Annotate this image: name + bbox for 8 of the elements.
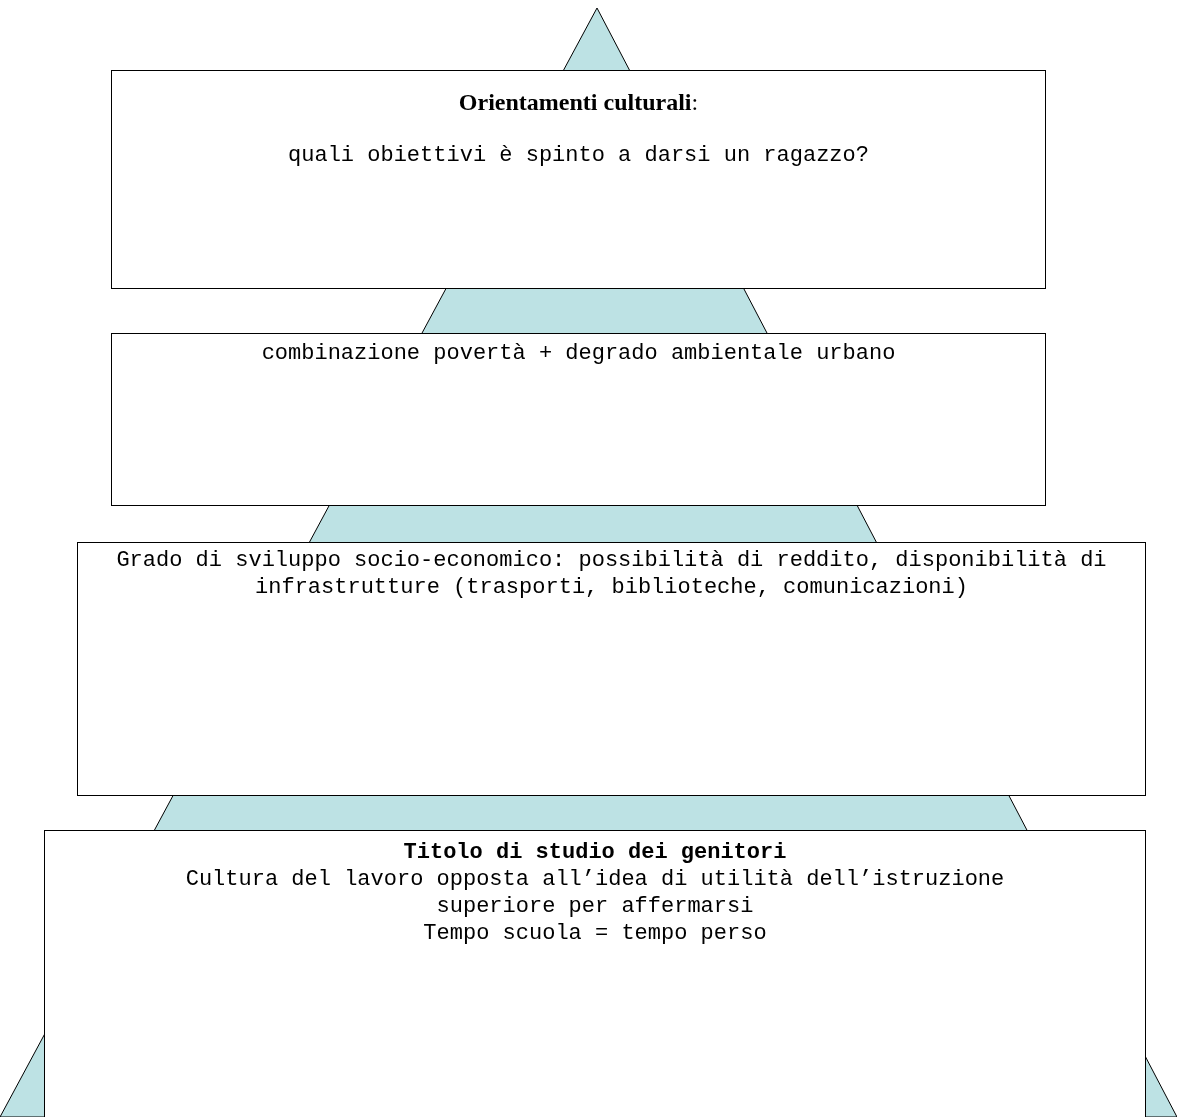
body-text: Cultura del lavoro opposta all’idea di utilità dell’istruzione superiore per affermarsi (184, 866, 1006, 920)
heading-text: Titolo di studio dei genitori (402, 839, 788, 866)
text-box (44, 830, 1146, 1117)
body-text: Grado di sviluppo socio-economico: possibilità di reddito, disponibilità di infrastrutture (trasporti, biblioteche, comunicazioni) (115, 547, 1108, 601)
body-text: quali obiettivi è spinto a darsi un ragazzo? (287, 142, 870, 169)
heading-text: Orientamenti culturali: (457, 89, 700, 116)
body-text: combinazione povertà + degrado ambientale urbano (260, 340, 897, 367)
note-text: Tempo scuola = tempo perso (422, 920, 768, 947)
